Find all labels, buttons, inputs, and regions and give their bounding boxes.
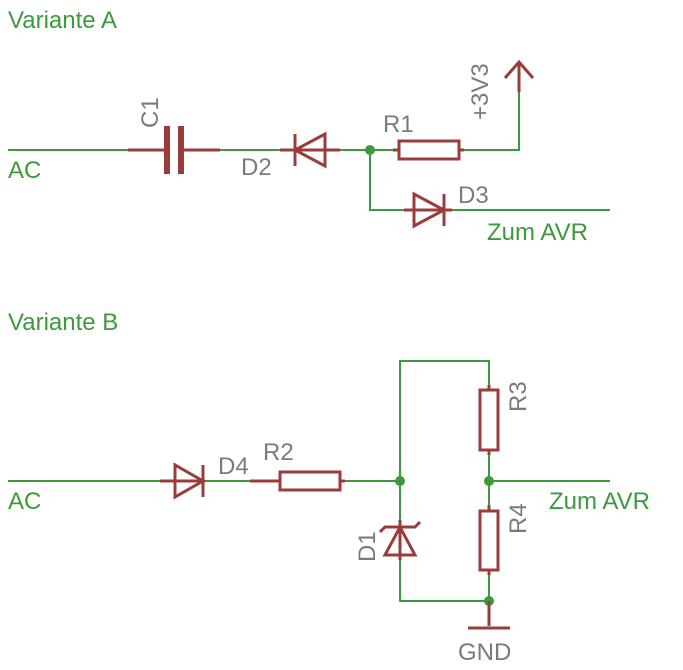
r1-label: R1 bbox=[383, 111, 414, 138]
capacitor-c1 bbox=[128, 126, 220, 174]
d1-label: D1 bbox=[354, 531, 381, 562]
r2-label: R2 bbox=[263, 439, 294, 466]
c1-label: C1 bbox=[137, 97, 164, 128]
diode-d4 bbox=[160, 462, 207, 500]
gnd-label: GND bbox=[458, 639, 511, 666]
junction-b-divider bbox=[484, 476, 494, 486]
variant-a: Variante A C1 D2 R1 +3 bbox=[8, 7, 610, 246]
resistor-r2 bbox=[250, 470, 345, 492]
wire-r1-to-supply bbox=[464, 92, 520, 151]
variant-b-title: Variante B bbox=[8, 309, 118, 336]
output-label-b: Zum AVR bbox=[549, 488, 650, 515]
ac-label-b: AC bbox=[8, 488, 41, 515]
diode-d2 bbox=[280, 131, 340, 169]
supply-label: +3V3 bbox=[467, 63, 494, 120]
resistor-r3 bbox=[478, 385, 500, 455]
ac-label-a: AC bbox=[8, 157, 41, 184]
wire-node-to-d3 bbox=[369, 150, 404, 211]
r4-label: R4 bbox=[505, 503, 532, 534]
d3-label: D3 bbox=[458, 182, 489, 209]
junction-a bbox=[365, 145, 375, 155]
ground-icon bbox=[468, 601, 510, 630]
variant-b: Variante B D4 R2 bbox=[8, 309, 650, 666]
zener-diode-d1 bbox=[378, 520, 422, 560]
junction-b-input bbox=[395, 476, 405, 486]
resistor-r4 bbox=[478, 505, 500, 575]
variant-a-title: Variante A bbox=[8, 7, 117, 34]
d2-label: D2 bbox=[241, 154, 272, 181]
supply-arrow-icon bbox=[503, 59, 535, 92]
wire-d1-to-gnd bbox=[399, 560, 489, 602]
diode-d3 bbox=[404, 191, 452, 229]
output-label-a: Zum AVR bbox=[487, 219, 588, 246]
wire-node-to-r3 bbox=[399, 360, 490, 481]
resistor-r1 bbox=[393, 139, 464, 161]
r3-label: R3 bbox=[505, 381, 532, 412]
d4-label: D4 bbox=[218, 453, 249, 480]
